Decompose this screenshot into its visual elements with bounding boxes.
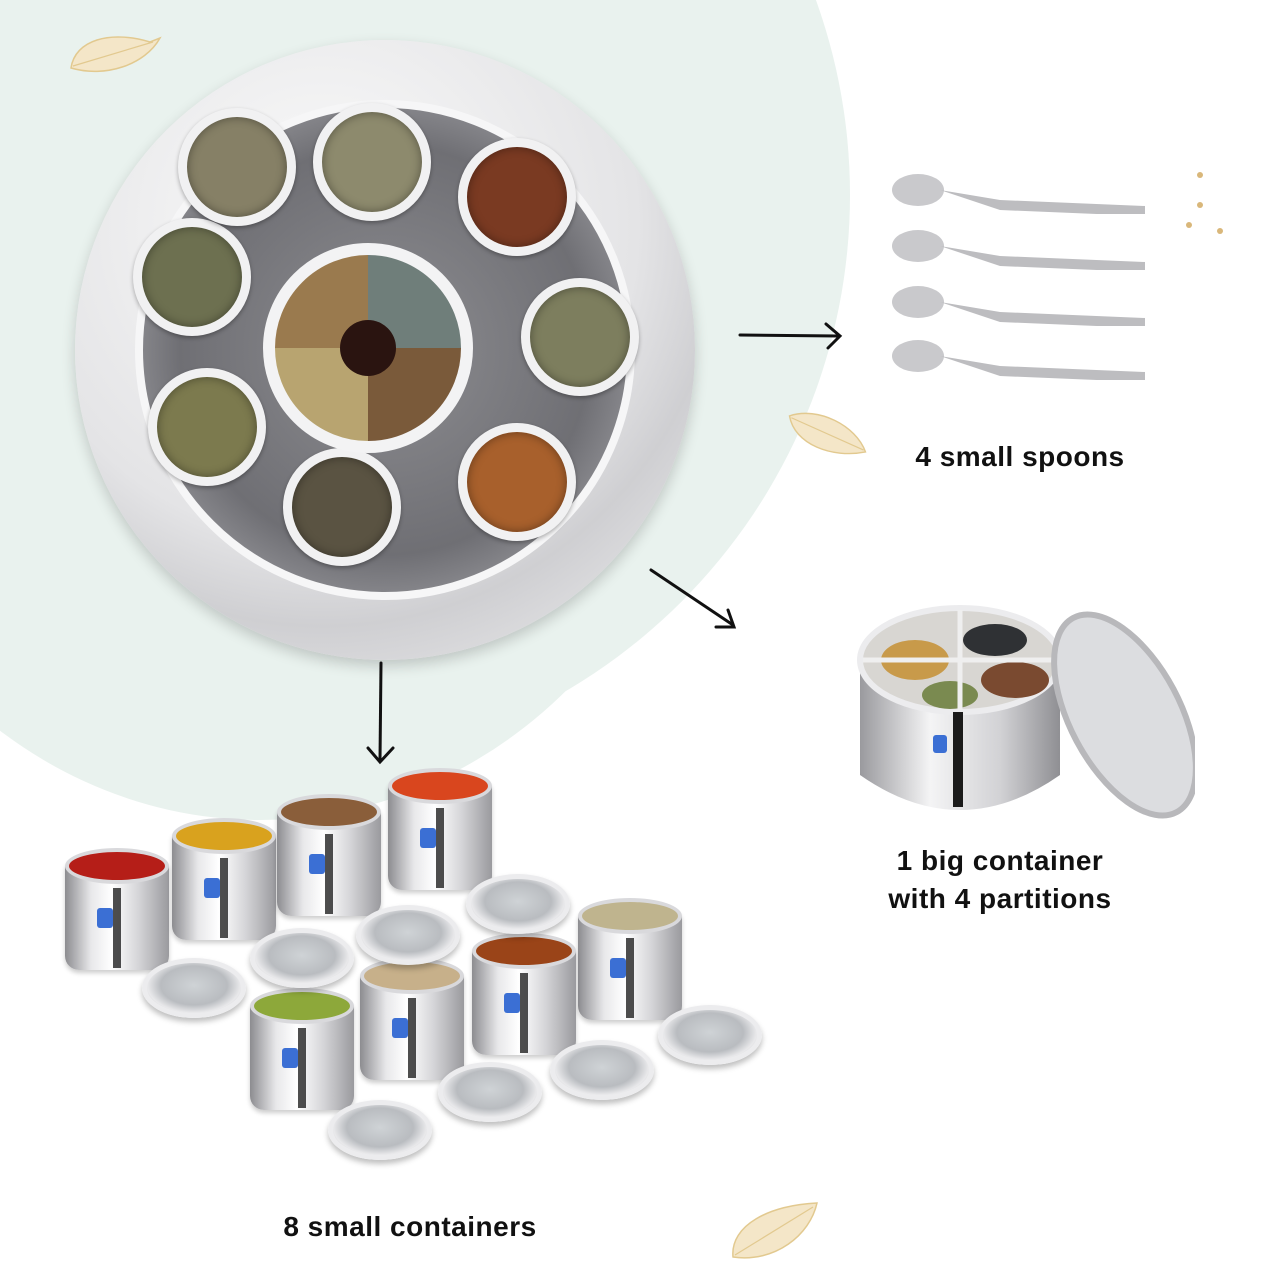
container-lid xyxy=(250,928,354,988)
spoon-image xyxy=(892,286,1145,326)
small-container xyxy=(360,958,464,1080)
caption-small-containers: 8 small containers xyxy=(283,1211,537,1242)
container-lid xyxy=(658,1005,762,1065)
container-lid xyxy=(466,874,570,934)
spice-jar xyxy=(283,448,401,566)
spoon-image xyxy=(892,230,1145,270)
container-lid xyxy=(142,958,246,1018)
arrow-down-right-icon xyxy=(649,568,737,629)
spice-jar xyxy=(133,218,251,336)
spice-jar xyxy=(178,108,296,226)
spice-jar xyxy=(458,138,576,256)
spoon-image xyxy=(892,174,1145,214)
brand-badge-icon xyxy=(504,993,520,1013)
small-container xyxy=(172,818,276,940)
spoon-image xyxy=(892,340,1145,380)
leaf-icon xyxy=(788,412,867,455)
spice-jar xyxy=(458,423,576,541)
center-knob xyxy=(340,320,396,376)
brand-badge-icon xyxy=(97,908,113,928)
center-partition-jar xyxy=(263,243,473,453)
leaf-icon xyxy=(70,36,162,72)
spice-jar xyxy=(148,368,266,486)
container-lid xyxy=(328,1100,432,1160)
spice-jar xyxy=(313,103,431,221)
caption-big-container-line1: 1 big container xyxy=(896,845,1104,876)
small-container xyxy=(65,848,169,970)
small-container xyxy=(472,933,576,1055)
brand-badge-icon xyxy=(309,854,325,874)
small-container xyxy=(578,898,682,1020)
masala-box-tray-image xyxy=(75,40,695,660)
caption-big-container-line2: with 4 partitions xyxy=(888,883,1112,914)
small-container xyxy=(388,768,492,890)
brand-badge-icon xyxy=(204,878,220,898)
caption-spoons: 4 small spoons xyxy=(915,441,1125,472)
brand-badge-icon xyxy=(610,958,626,978)
leaf-icon xyxy=(732,1202,818,1259)
container-lid xyxy=(356,905,460,965)
small-container xyxy=(277,794,381,916)
brand-badge-icon xyxy=(392,1018,408,1038)
tray-inner xyxy=(133,100,639,600)
small-container xyxy=(250,988,354,1110)
container-lid xyxy=(550,1040,654,1100)
sparkle-dots xyxy=(1186,172,1223,234)
spice-jar xyxy=(521,278,639,396)
brand-badge-icon xyxy=(420,828,436,848)
container-lid xyxy=(438,1062,542,1122)
arrow-right-icon xyxy=(738,322,843,350)
arrow-down-icon xyxy=(366,661,395,765)
partition-container-image xyxy=(857,605,1195,819)
brand-badge-icon xyxy=(282,1048,298,1068)
